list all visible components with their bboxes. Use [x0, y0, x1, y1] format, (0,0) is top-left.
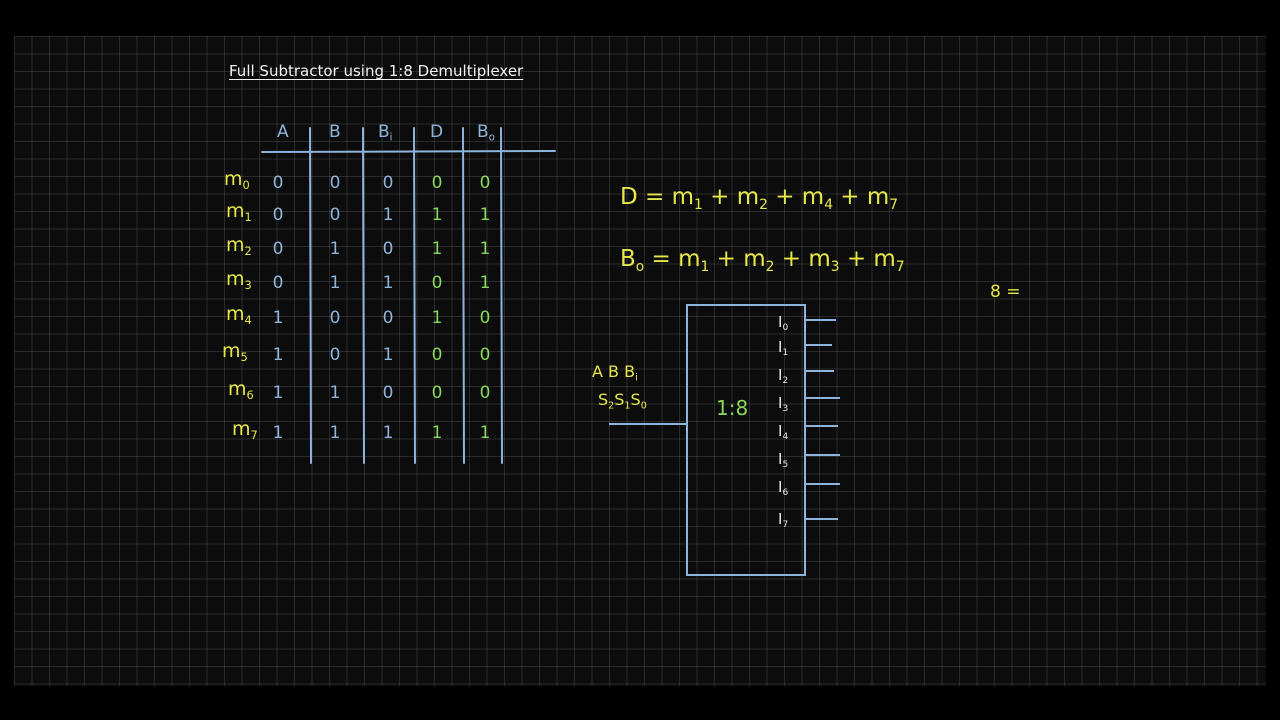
table-cell: 1 — [479, 239, 491, 259]
table-cell: 0 — [329, 173, 341, 193]
demux-block — [686, 304, 806, 576]
minterm-label-m7: m7 — [232, 418, 258, 442]
header-a: A — [277, 122, 289, 142]
header-bo: Bo — [477, 122, 495, 144]
table-cell: 0 — [431, 345, 443, 365]
table-cell: 1 — [479, 205, 491, 225]
table-cell: 0 — [431, 273, 443, 293]
minterm-label-m4: m4 — [226, 303, 252, 327]
table-cell: 1 — [329, 383, 341, 403]
header-bi: Bi — [378, 122, 393, 144]
table-cell: 0 — [431, 173, 443, 193]
table-cell: 1 — [431, 308, 443, 328]
table-cell: 1 — [479, 273, 491, 293]
minterm-label-m0: m0 — [224, 168, 250, 192]
table-cell: 1 — [431, 423, 443, 443]
table-cell: 0 — [431, 383, 443, 403]
table-cell: 1 — [431, 205, 443, 225]
table-column-divider — [413, 127, 416, 464]
table-cell: 0 — [329, 345, 341, 365]
table-cell: 0 — [272, 239, 284, 259]
minterm-label-m5: m5 — [222, 340, 248, 364]
demux-select-inputs: A B Bi — [592, 362, 638, 384]
table-cell: 0 — [479, 173, 491, 193]
minterm-label-m1: m1 — [226, 200, 252, 224]
equation-d: D = m1 + m2 + m4 + m7 — [620, 184, 899, 213]
table-cell: 0 — [272, 205, 284, 225]
table-cell: 1 — [329, 423, 341, 443]
table-cell: 0 — [479, 308, 491, 328]
table-cell: 1 — [272, 345, 284, 365]
table-cell: 1 — [272, 383, 284, 403]
header-b: B — [329, 122, 341, 142]
demux-output-label: I2 — [778, 366, 789, 387]
table-cell: 1 — [431, 239, 443, 259]
table-cell: 0 — [382, 173, 394, 193]
table-column-divider — [462, 127, 465, 464]
table-cell: 1 — [272, 423, 284, 443]
equation-bo: Bo = m1 + m2 + m3 + m7 — [620, 246, 905, 275]
table-cell: 0 — [382, 308, 394, 328]
grid-background — [14, 36, 1266, 686]
table-cell: 0 — [479, 345, 491, 365]
table-cell: 0 — [329, 308, 341, 328]
table-cell: 1 — [382, 345, 394, 365]
table-column-divider — [309, 127, 312, 464]
table-cell: 1 — [382, 423, 394, 443]
table-cell: 0 — [272, 273, 284, 293]
demux-output-label: I5 — [778, 450, 789, 471]
table-cell: 1 — [329, 273, 341, 293]
demux-select-lines: S2S1S0 — [598, 390, 647, 412]
table-cell: 0 — [272, 173, 284, 193]
header-d: D — [430, 122, 444, 142]
table-cell: 1 — [382, 273, 394, 293]
minterm-label-m3: m3 — [226, 268, 252, 292]
table-cell: 1 — [382, 205, 394, 225]
table-header-rule — [261, 150, 556, 153]
minterm-label-m2: m2 — [226, 234, 252, 258]
demux-label: 1:8 — [716, 396, 749, 420]
page-title: Full Subtractor using 1:8 Demultiplexer — [229, 62, 524, 80]
table-cell: 0 — [479, 383, 491, 403]
table-column-divider — [500, 127, 503, 464]
table-cell: 0 — [329, 205, 341, 225]
demux-output-label: I6 — [778, 478, 789, 499]
table-cell: 0 — [382, 383, 394, 403]
table-cell: 1 — [479, 423, 491, 443]
table-column-divider — [362, 127, 365, 464]
table-cell: 1 — [272, 308, 284, 328]
demux-output-label: I3 — [778, 394, 789, 415]
demux-output-label: I0 — [778, 313, 789, 334]
demux-output-label: I1 — [778, 338, 789, 359]
demux-output-label: I4 — [778, 422, 789, 443]
demux-output-label: I7 — [778, 510, 789, 531]
minterm-label-m6: m6 — [228, 378, 254, 402]
side-note: 8 = — [990, 282, 1021, 302]
table-cell: 0 — [382, 239, 394, 259]
table-cell: 1 — [329, 239, 341, 259]
